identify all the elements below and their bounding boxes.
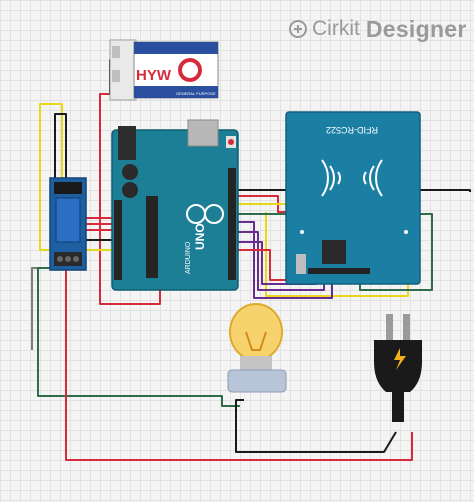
wire-rfid-purple-2[interactable] xyxy=(234,231,325,291)
rfid-rc522-module[interactable]: RFID-RC522 xyxy=(285,111,421,285)
rfid-model-label: RFID-RC522 xyxy=(326,125,378,135)
brand-logo: Cirkit Designer xyxy=(288,14,467,44)
arduino-name-label: ARDUINO xyxy=(185,241,192,274)
arduino-logo-icon xyxy=(186,204,224,224)
brand-name-cirkit: Cirkit xyxy=(312,17,360,40)
wire-rfid-purple-1[interactable] xyxy=(234,221,333,299)
relay-module[interactable] xyxy=(49,177,87,271)
cirkit-logo-icon xyxy=(289,20,307,38)
arduino-model-label: UNO xyxy=(193,223,207,250)
rfid-antenna-icon xyxy=(321,159,383,197)
light-bulb[interactable] xyxy=(227,303,287,393)
battery-9v[interactable]: HYW GENERAL PURPOSE xyxy=(109,39,219,101)
brand-name-designer: Designer xyxy=(365,15,467,42)
battery-brand: HYW xyxy=(136,67,172,84)
wire-lamp-plug-black[interactable] xyxy=(235,399,397,453)
power-plug[interactable] xyxy=(374,314,422,422)
battery-type-label: GENERAL PURPOSE xyxy=(176,91,216,96)
power-bolt-icon xyxy=(394,348,406,370)
wire-relay-green[interactable] xyxy=(37,267,240,407)
wire-relay-gray[interactable] xyxy=(31,267,50,350)
arduino-uno-board[interactable]: UNO ARDUINO xyxy=(111,119,239,291)
